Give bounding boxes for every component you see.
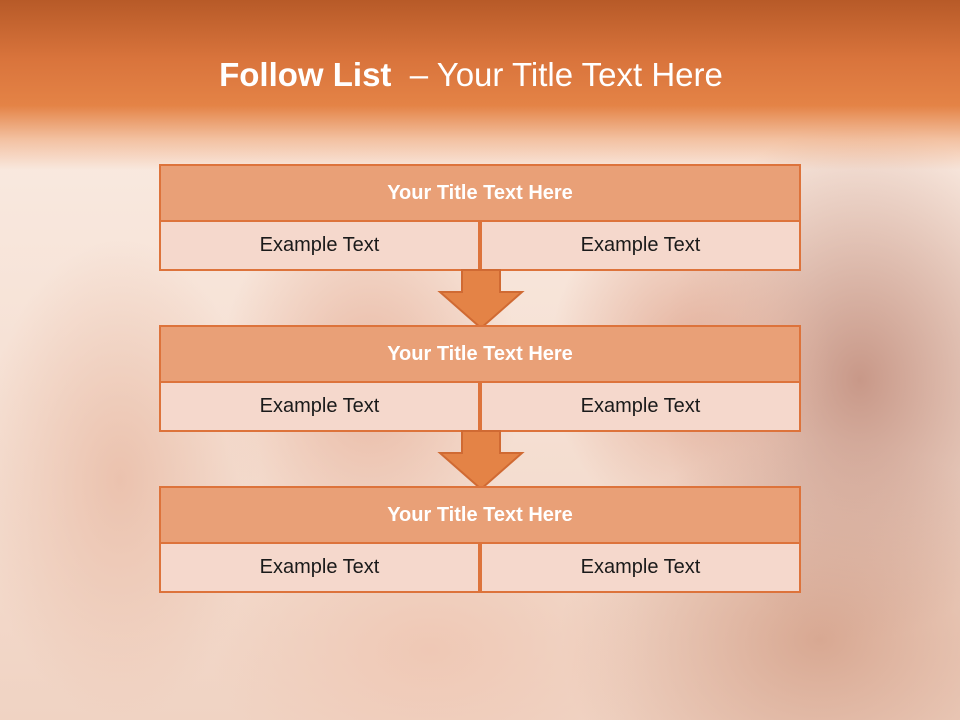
block-cell-right[interactable]: Example Text: [480, 542, 801, 593]
block-cell-left[interactable]: Example Text: [159, 381, 480, 432]
slide-title-rest: – Your Title Text Here: [409, 56, 723, 93]
list-block-2: Your Title Text Here Example Text Exampl…: [159, 325, 801, 432]
block-cell-right[interactable]: Example Text: [480, 220, 801, 271]
slide-title-bold: Follow List: [219, 56, 392, 93]
block-cell-left[interactable]: Example Text: [159, 542, 480, 593]
list-block-3: Your Title Text Here Example Text Exampl…: [159, 486, 801, 593]
block-heading[interactable]: Your Title Text Here: [159, 325, 801, 383]
down-arrow-icon: [437, 269, 525, 330]
block-cell-right[interactable]: Example Text: [480, 381, 801, 432]
block-heading[interactable]: Your Title Text Here: [159, 164, 801, 222]
block-cell-left[interactable]: Example Text: [159, 220, 480, 271]
list-block-1: Your Title Text Here Example Text Exampl…: [159, 164, 801, 271]
block-heading[interactable]: Your Title Text Here: [159, 486, 801, 544]
header-band: [0, 0, 960, 170]
slide-title: Follow List – Your Title Text Here: [0, 52, 942, 98]
down-arrow-icon: [437, 430, 525, 491]
